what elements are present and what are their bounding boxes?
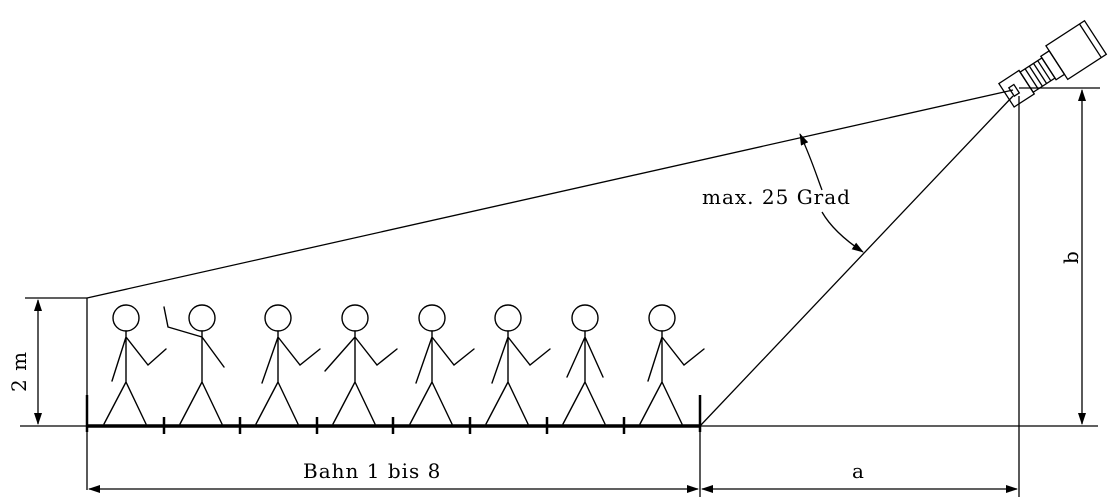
fov-lower-ray bbox=[699, 95, 1014, 427]
person-figure bbox=[562, 304, 606, 425]
people-group bbox=[103, 304, 705, 425]
person-figure bbox=[103, 304, 167, 425]
person-figure bbox=[409, 304, 475, 425]
person-figure bbox=[163, 304, 225, 425]
angle-arc bbox=[800, 134, 863, 252]
dim-b-label: b bbox=[1059, 250, 1083, 264]
person-figure bbox=[324, 304, 398, 425]
person-figure bbox=[485, 304, 551, 425]
camera-icon bbox=[997, 19, 1108, 108]
angle-label: max. 25 Grad bbox=[702, 185, 851, 209]
person-figure bbox=[639, 304, 705, 425]
dim-lanes-label: Bahn 1 bis 8 bbox=[303, 459, 441, 483]
lane-ticks bbox=[85, 395, 702, 434]
person-figure bbox=[255, 304, 321, 425]
dim-2m-label: 2 m bbox=[7, 351, 31, 392]
dim-a-label: a bbox=[852, 459, 865, 483]
fov-upper-ray bbox=[86, 89, 1014, 299]
